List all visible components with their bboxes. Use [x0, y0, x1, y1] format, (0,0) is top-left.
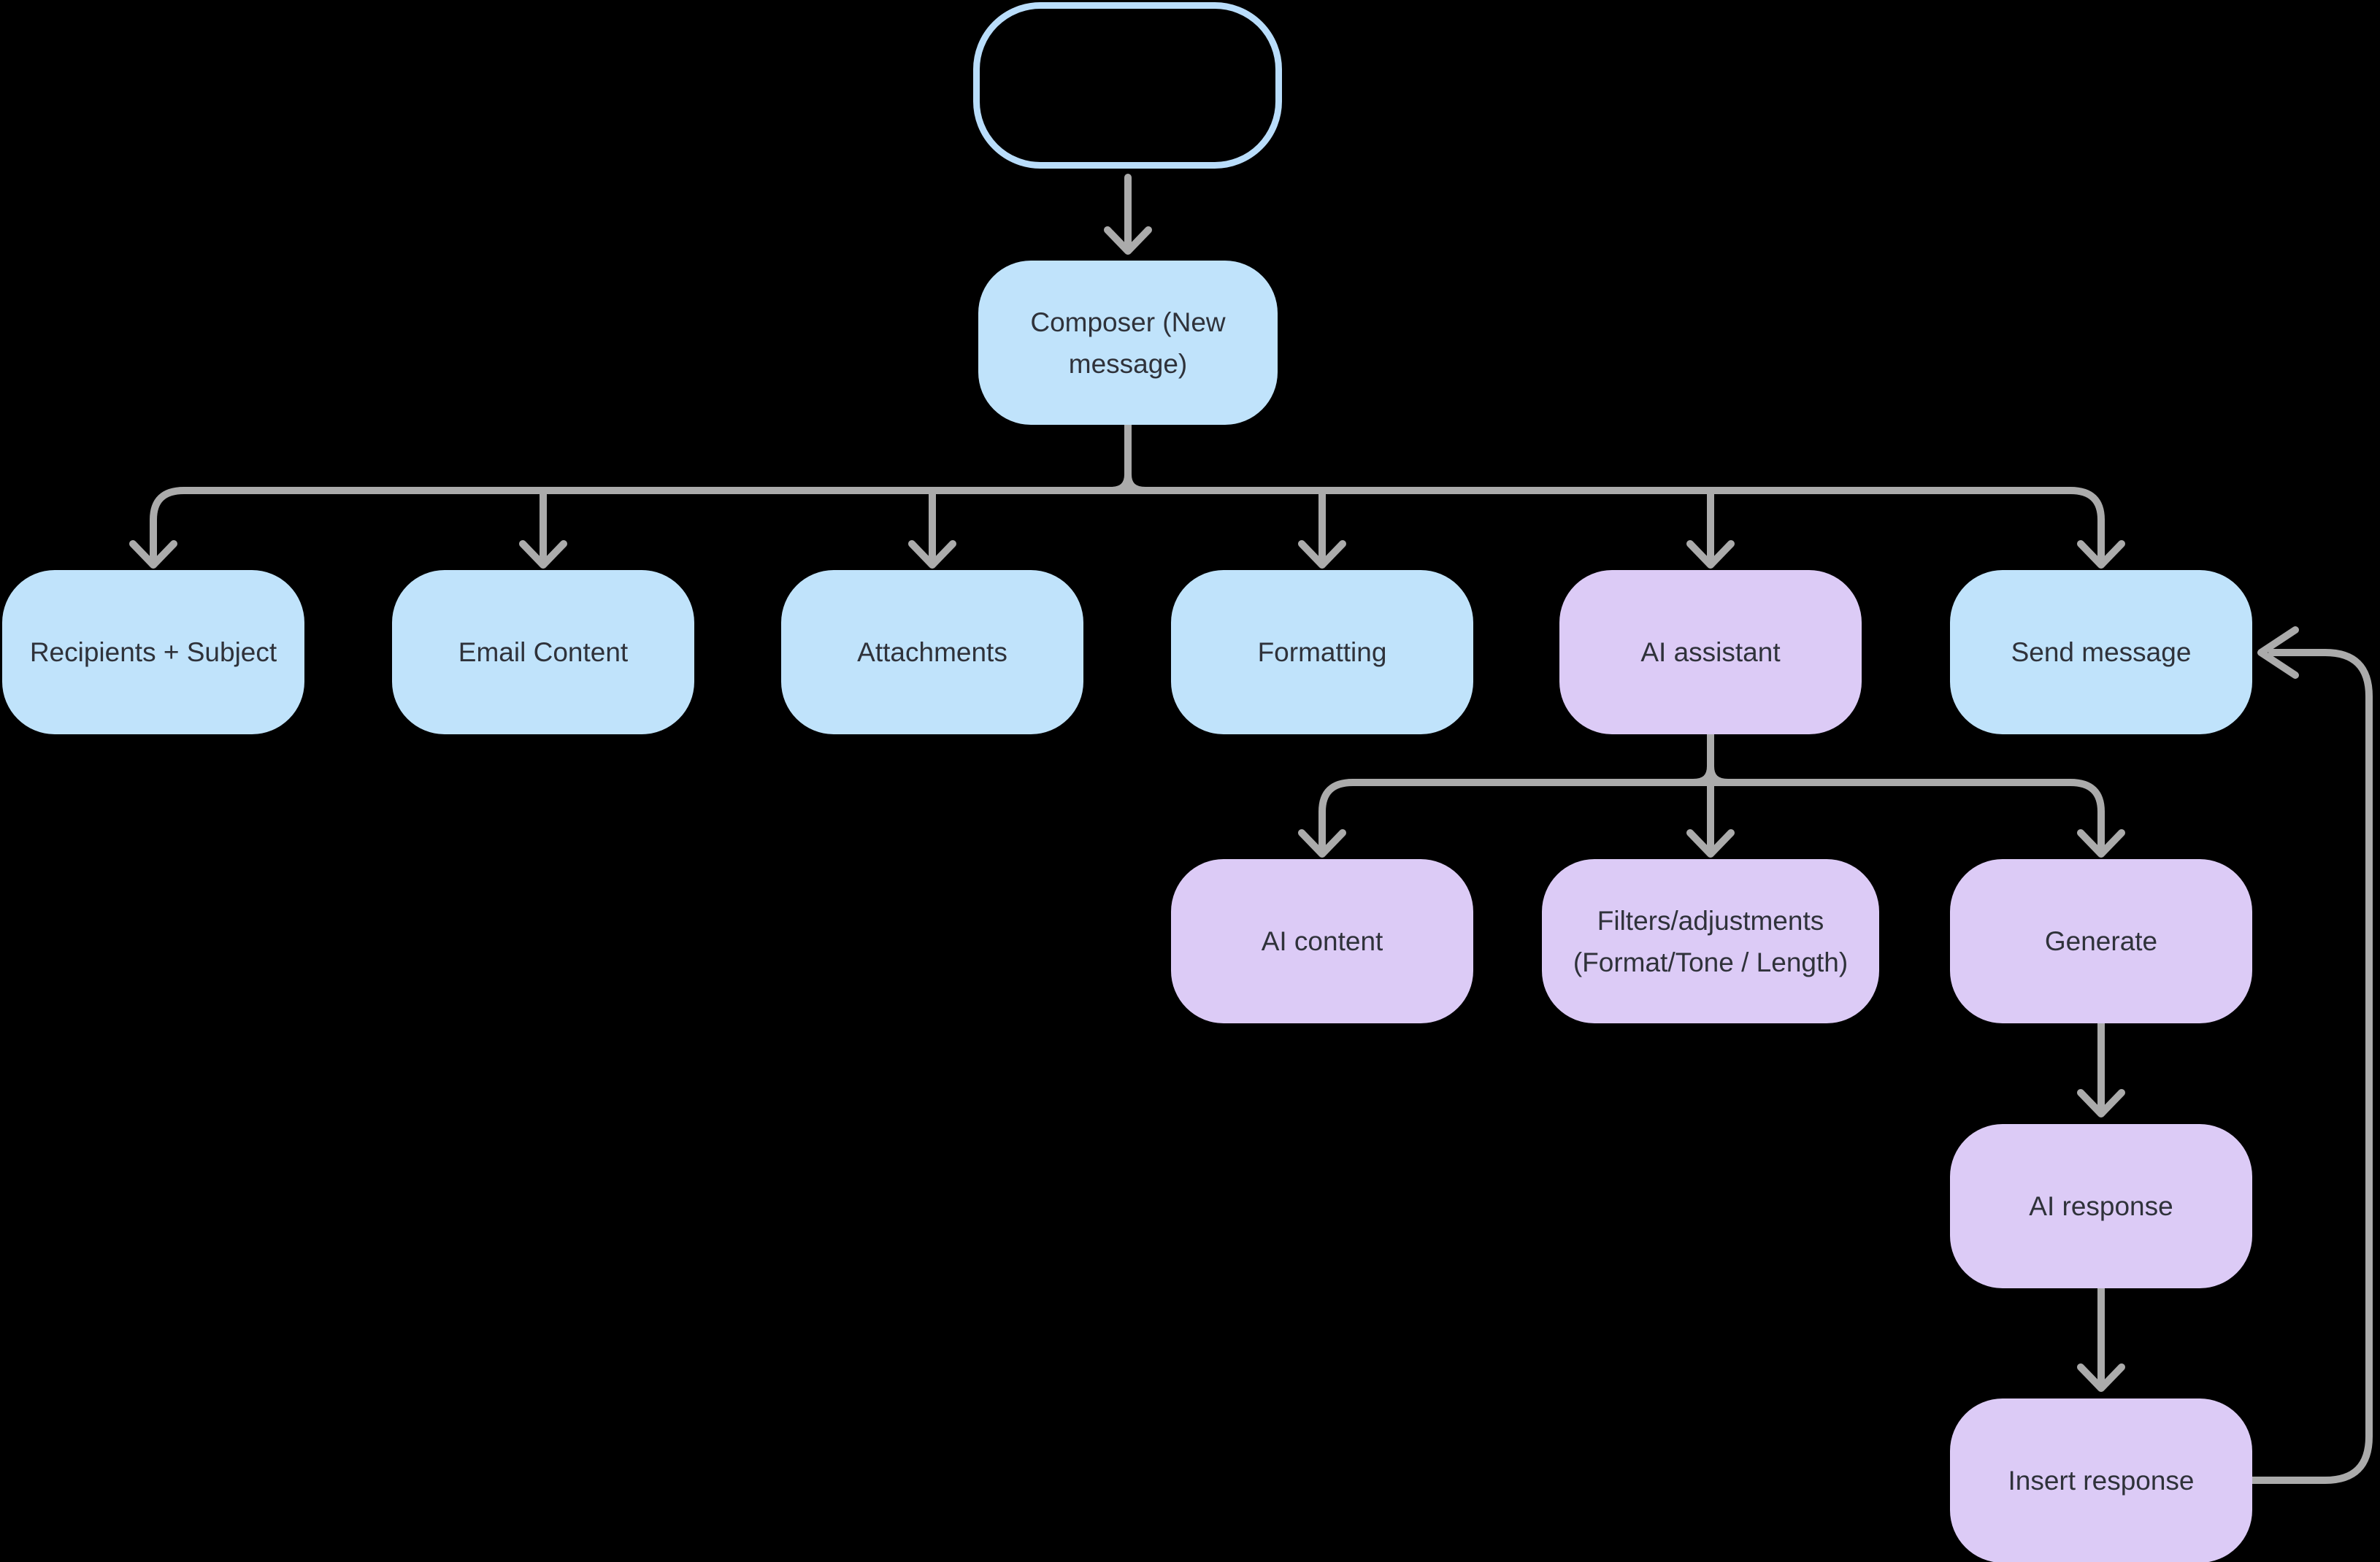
node-send-message[interactable]: Send message [1950, 570, 2252, 734]
node-filters-adjustments[interactable]: Filters/adjustments (Format/Tone / Lengt… [1542, 859, 1879, 1023]
node-insert-response-label: Insert response [2008, 1466, 2195, 1496]
node-composer[interactable]: Composer (New message) [978, 261, 1278, 425]
node-generate-label: Generate [2044, 926, 2158, 956]
node-ai-response-label: AI response [2029, 1191, 2173, 1221]
edge-insert-response-to-send-message [2249, 626, 2373, 1484]
node-email-content[interactable]: Email Content [392, 570, 694, 734]
edge-start-to-composer [1104, 174, 1152, 255]
node-recipients-subject[interactable]: Recipients + Subject [2, 570, 304, 734]
node-ai-content-label: AI content [1261, 926, 1383, 956]
node-start[interactable] [973, 2, 1282, 169]
edge-ai-assistant-fanout [1298, 731, 2125, 858]
node-attachments-label: Attachments [857, 637, 1007, 667]
node-attachments[interactable]: Attachments [781, 570, 1083, 734]
node-formatting-label: Formatting [1257, 637, 1387, 667]
node-generate[interactable]: Generate [1950, 859, 2252, 1023]
node-insert-response[interactable]: Insert response [1950, 1399, 2252, 1562]
node-send-message-label: Send message [2011, 637, 2192, 667]
edge-composer-fanout [129, 421, 2125, 569]
node-ai-assistant-label: AI assistant [1640, 637, 1781, 667]
node-composer-label: Composer (New message) [1030, 307, 1226, 379]
node-email-content-label: Email Content [458, 637, 629, 667]
node-recipients-subject-label: Recipients + Subject [29, 637, 277, 667]
edge-generate-to-ai-response [2077, 1020, 2125, 1117]
node-ai-response[interactable]: AI response [1950, 1124, 2252, 1288]
node-ai-content[interactable]: AI content [1171, 859, 1473, 1023]
edge-ai-response-to-insert-response [2077, 1285, 2125, 1392]
node-formatting[interactable]: Formatting [1171, 570, 1473, 734]
node-filters-adjustments-label: Filters/adjustments (Format/Tone / Lengt… [1573, 905, 1849, 977]
node-ai-assistant[interactable]: AI assistant [1559, 570, 1862, 734]
